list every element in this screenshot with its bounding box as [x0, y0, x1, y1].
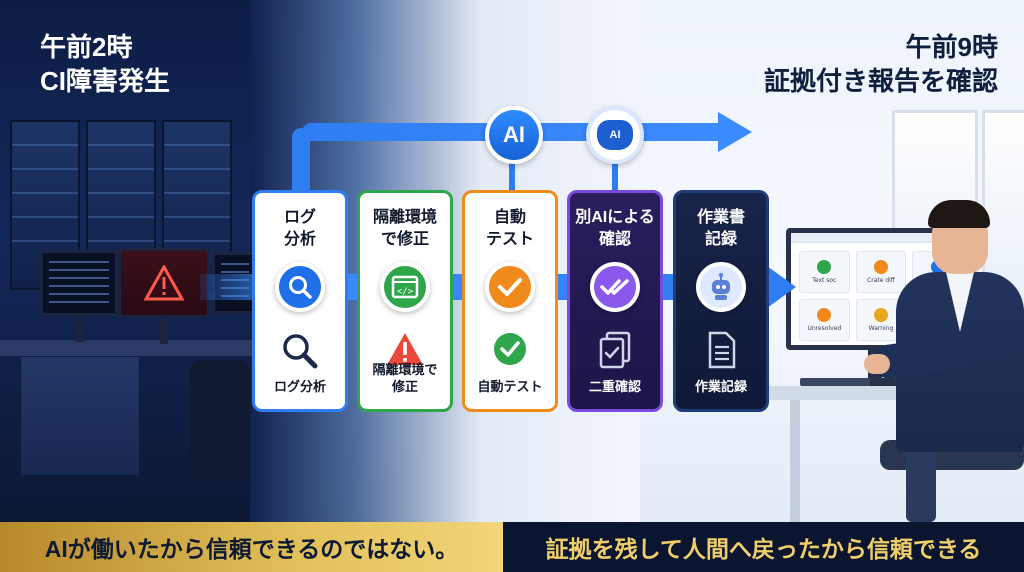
monitor-stand	[76, 316, 84, 342]
tile-label: Crate diff	[867, 277, 895, 284]
step-card-work-record: 作業書 記録 作業記録	[673, 190, 769, 412]
top-arrow-head	[718, 112, 752, 152]
banner-right-text: 証拠を残して人間へ戻ったから信頼できる	[545, 536, 982, 562]
step-title: 別AIによる 確認	[575, 209, 655, 248]
person-leg	[906, 440, 936, 522]
ai-robot-badge: AI	[586, 106, 644, 164]
step-card-log-analysis: ログ 分析 ログ分析	[252, 190, 348, 412]
warning-icon	[144, 265, 184, 301]
svg-text:</>: </>	[397, 287, 414, 297]
night-desk	[0, 340, 300, 356]
robot-icon	[696, 262, 746, 312]
night-monitor	[40, 250, 118, 316]
tile-status-icon	[873, 260, 888, 274]
warning-icon	[385, 331, 425, 371]
step-title: 隔離環境 で修正	[372, 209, 437, 248]
heading-right-event: 証拠付き報告を確認	[763, 66, 998, 96]
banner-right: 証拠を残して人間へ戻ったから信頼できる	[503, 522, 1024, 572]
ai-connector	[509, 160, 515, 198]
banner-left-text: AIが働いたから信頼できるのではない。	[44, 536, 459, 562]
step-label: 二重確認	[588, 379, 641, 394]
step-label: ログ分析	[273, 379, 326, 394]
desk-leg	[790, 400, 800, 522]
heading-left-time: 午前2時	[40, 32, 133, 62]
tile-label: Text soc	[812, 277, 837, 284]
night-desk-drawers	[20, 356, 140, 476]
dashboard-tile: Text soc	[799, 251, 850, 293]
alert-monitor	[118, 248, 210, 318]
heading-right-time: 午前9時	[905, 32, 998, 62]
night-chair	[190, 360, 250, 480]
monitor-base	[846, 378, 904, 386]
ai-badge: AI	[485, 106, 543, 164]
dashboard-tile: Crate diff	[855, 251, 907, 293]
person-hair	[928, 200, 990, 228]
bottom-banner: AIが働いたから信頼できるのではない。 証拠を残して人間へ戻ったから信頼できる	[0, 522, 1024, 572]
top-arrow-vertical	[292, 128, 310, 206]
tile-status-icon	[817, 308, 832, 322]
heading-left: 午前2時 CI障害発生	[40, 30, 170, 98]
robot-icon: AI	[597, 120, 633, 150]
ai-robot-label: AI	[609, 129, 621, 141]
tile-status-icon	[817, 260, 832, 274]
person-hand	[864, 354, 890, 374]
ai-connector	[612, 160, 618, 198]
check-circle-icon	[492, 331, 528, 371]
step-label: 作業記録	[694, 379, 747, 394]
tile-status-icon	[873, 308, 888, 322]
dashboard-tile: Unresolved	[799, 299, 850, 341]
step-title: 自動 テスト	[485, 209, 534, 248]
tile-label: Unresolved	[807, 325, 842, 332]
step-card-second-ai-check: 別AIによる 確認 二重確認	[567, 190, 663, 412]
step-title: ログ 分析	[283, 209, 316, 248]
step-label: 自動テスト	[477, 379, 543, 394]
magnifier-icon	[280, 331, 320, 375]
document-icon	[704, 331, 738, 373]
tile-label: Warning	[868, 325, 894, 332]
banner-left: AIが働いたから信頼できるのではない。	[0, 522, 503, 572]
step-title: 作業書 記録	[696, 209, 745, 248]
monitor-stand	[160, 318, 168, 344]
keyboard	[800, 378, 870, 386]
search-icon	[275, 262, 325, 312]
step-card-isolated-fix: 隔離環境 で修正 </> 隔離環境で 修正	[357, 190, 453, 412]
step-label: 隔離環境で 修正	[372, 362, 438, 394]
heading-right: 午前9時 証拠付き報告を確認	[764, 30, 998, 98]
stacked-documents-icon	[597, 331, 633, 373]
heading-left-event: CI障害発生	[40, 66, 171, 96]
step-card-auto-test: 自動 テスト 自動テスト	[462, 190, 558, 412]
check-icon	[485, 262, 535, 312]
double-check-icon	[590, 262, 640, 312]
code-window-icon: </>	[380, 262, 430, 312]
